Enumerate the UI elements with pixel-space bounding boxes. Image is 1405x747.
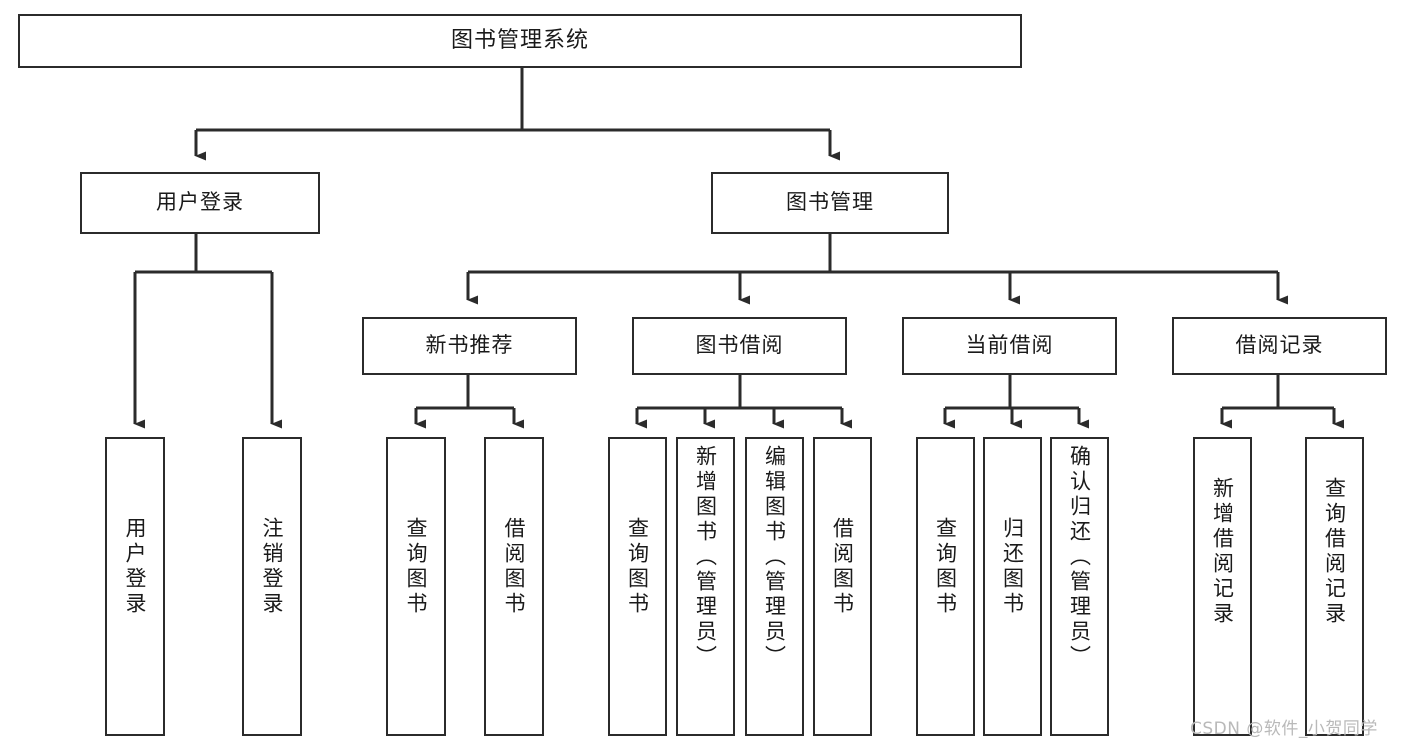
leaf-logout-login[interactable]: 注销登录 — [242, 437, 302, 736]
leaf-borrow-book[interactable]: 借阅图书 — [813, 437, 872, 736]
node-new-book-recommendation[interactable]: 新书推荐 — [362, 317, 577, 375]
leaf-query-book-borrow[interactable]: 查询图书 — [608, 437, 667, 736]
leaf-add-book-admin[interactable]: 新增图书（管理员） — [676, 437, 735, 736]
leaf-query-borrow-record[interactable]: 查询借阅记录 — [1305, 437, 1364, 736]
node-user-login[interactable]: 用户登录 — [80, 172, 320, 234]
leaf-confirm-return-admin[interactable]: 确认归还（管理员） — [1050, 437, 1109, 736]
node-current-borrowing[interactable]: 当前借阅 — [902, 317, 1117, 375]
leaf-return-book[interactable]: 归还图书 — [983, 437, 1042, 736]
leaf-query-book-current[interactable]: 查询图书 — [916, 437, 975, 736]
leaf-query-book-recommend[interactable]: 查询图书 — [386, 437, 446, 736]
node-book-borrowing[interactable]: 图书借阅 — [632, 317, 847, 375]
leaf-edit-book-admin[interactable]: 编辑图书（管理员） — [745, 437, 804, 736]
leaf-borrow-book-recommend[interactable]: 借阅图书 — [484, 437, 544, 736]
node-root-book-management-system[interactable]: 图书管理系统 — [18, 14, 1022, 68]
leaf-user-login[interactable]: 用户登录 — [105, 437, 165, 736]
leaf-add-borrow-record[interactable]: 新增借阅记录 — [1193, 437, 1252, 736]
node-borrowing-record[interactable]: 借阅记录 — [1172, 317, 1387, 375]
node-book-management[interactable]: 图书管理 — [711, 172, 949, 234]
csdn-watermark: CSDN @软件_小贺同学 — [1190, 719, 1378, 739]
